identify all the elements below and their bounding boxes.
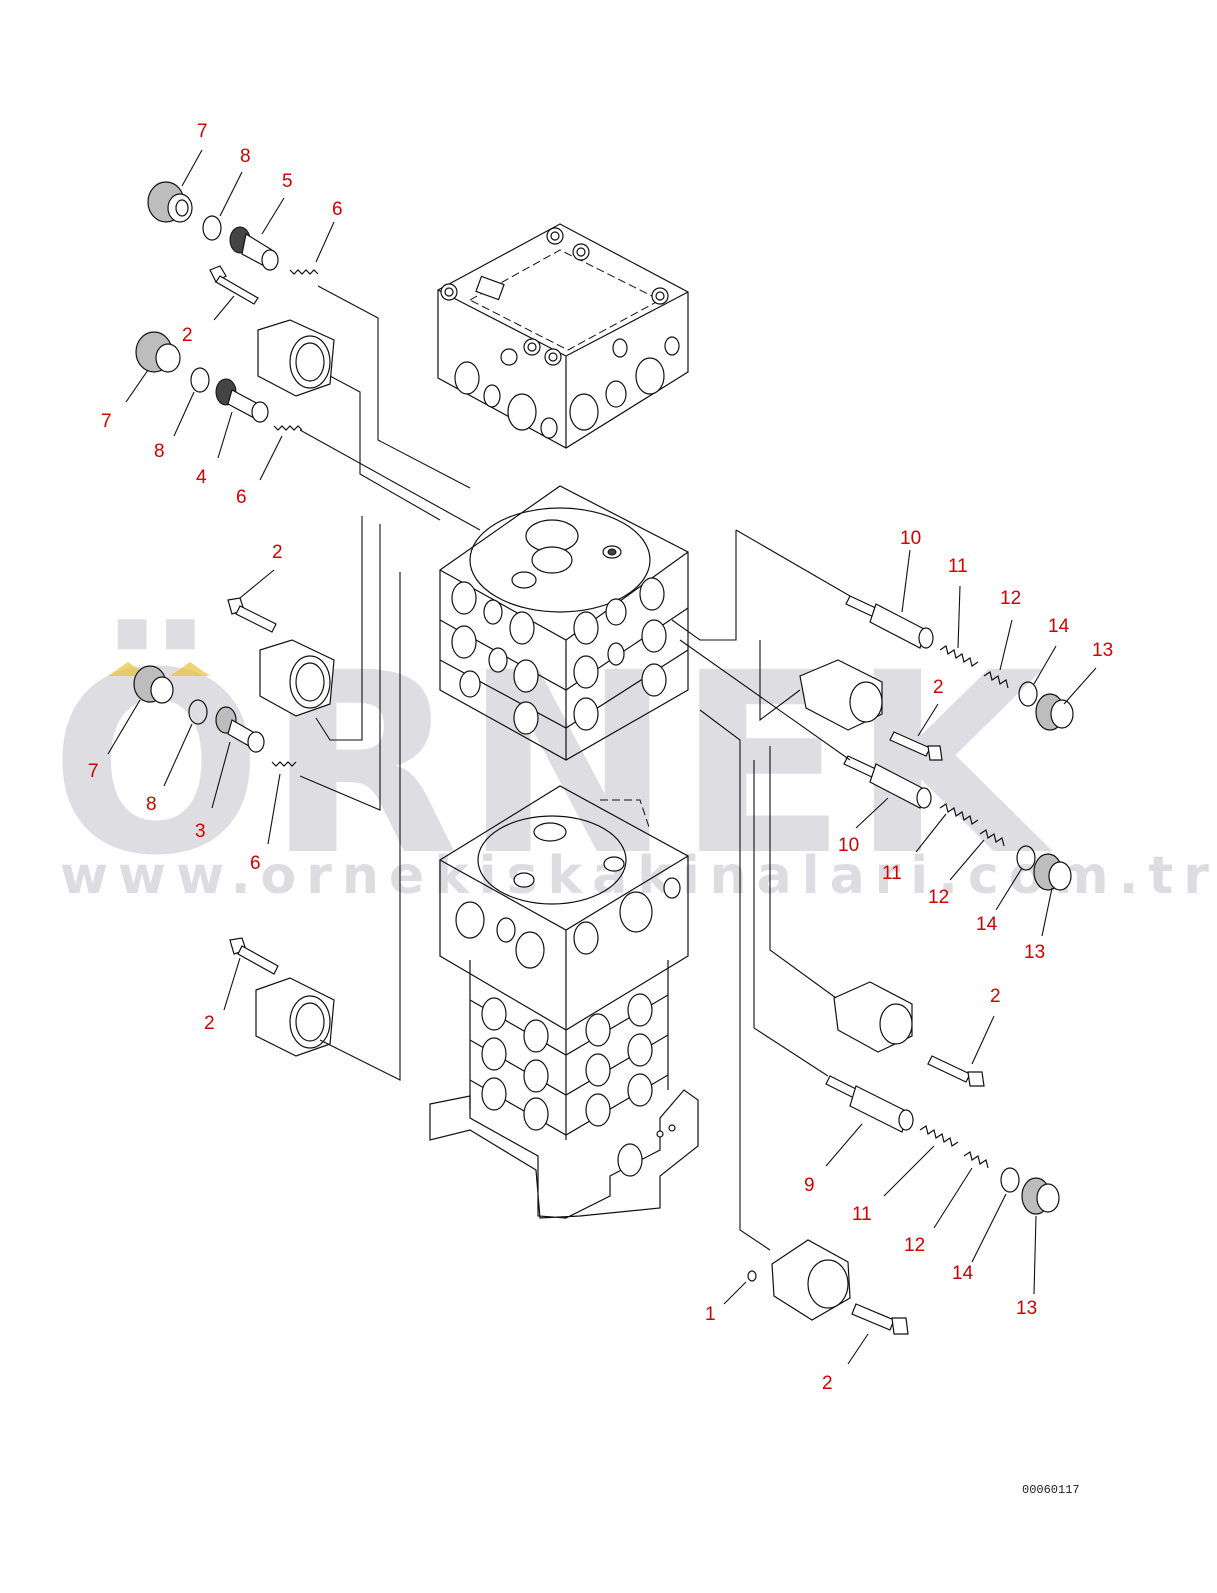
cover-2-top [257, 319, 335, 397]
spring-6-mid [273, 425, 303, 431]
plug-7-mid [135, 331, 181, 373]
bolt-2-low [229, 937, 279, 975]
callout-13: 13 [1016, 1298, 1038, 1319]
o-ring-8-top [202, 215, 222, 241]
callout-7: 7 [101, 411, 112, 432]
callout-5: 5 [282, 171, 293, 192]
callout-12: 12 [1000, 588, 1022, 609]
bolt-2-mid [227, 597, 277, 633]
callout-3: 3 [195, 821, 206, 842]
o-ring-14-mid [1016, 845, 1036, 871]
callout-leaders [107, 149, 1097, 1365]
callout-12: 12 [904, 1235, 926, 1256]
plug-7-low [133, 665, 174, 704]
callout-2: 2 [933, 677, 944, 698]
callout-8: 8 [146, 794, 157, 815]
callout-11: 11 [948, 556, 968, 577]
callout-6: 6 [332, 199, 343, 220]
spring-12-mid [979, 829, 1005, 847]
plug-13-mid [1033, 853, 1072, 891]
plug-13-low [1021, 1177, 1060, 1215]
valve-top-block [437, 223, 689, 449]
callout-6: 6 [236, 487, 247, 508]
callout-4: 4 [196, 467, 207, 488]
cover-2-low [255, 977, 335, 1057]
o-ring-8-low [188, 699, 208, 725]
o-ring-14-low [1000, 1167, 1020, 1193]
callout-2: 2 [204, 1013, 215, 1034]
poppet-3 [215, 706, 265, 753]
callout-14: 14 [976, 914, 998, 935]
callout-8: 8 [154, 441, 165, 462]
spool-10-mid [843, 755, 932, 809]
callout-13: 13 [1024, 942, 1046, 963]
spring-6-top [289, 269, 319, 275]
callout-2: 2 [822, 1373, 833, 1394]
callout-10: 10 [838, 835, 860, 856]
poppet-4 [215, 378, 269, 423]
bolt-2-bottom [851, 1303, 909, 1335]
callout-14: 14 [952, 1263, 974, 1284]
callout-6: 6 [250, 853, 261, 874]
spool-9 [825, 1075, 914, 1133]
plug-7-top [147, 181, 193, 223]
spring-12-low [963, 1151, 989, 1169]
spool-10-top [845, 595, 934, 649]
bolt-2-top [209, 265, 259, 305]
callout-11: 11 [882, 863, 902, 884]
spring-11-low [919, 1125, 959, 1147]
callout-1: 1 [705, 1304, 716, 1325]
callout-7: 7 [88, 761, 99, 782]
spring-12-top [983, 671, 1009, 689]
cap-right-mid [833, 981, 913, 1053]
spring-6-low [271, 761, 297, 767]
bolt-2-right-top [889, 731, 943, 761]
valve-bottom-stack [429, 785, 699, 1219]
callout-9: 9 [804, 1175, 815, 1196]
cap-bottom [747, 1239, 851, 1321]
drawing-code: 00060117 [1022, 1483, 1080, 1497]
callout-12: 12 [928, 887, 950, 908]
o-ring-14-top [1018, 681, 1038, 707]
cap-right-top [799, 659, 883, 731]
poppet-5 [229, 226, 279, 271]
callout-14: 14 [1048, 616, 1070, 637]
bolt-2-right-mid [927, 1055, 985, 1087]
callout-10: 10 [900, 528, 922, 549]
cover-2-mid [259, 639, 335, 717]
plug-13-top [1035, 693, 1074, 731]
o-ring-8-mid [190, 367, 210, 393]
callout-8: 8 [240, 146, 251, 167]
spring-11-top [939, 645, 979, 667]
callout-2: 2 [182, 325, 193, 346]
callout-2: 2 [272, 542, 283, 563]
callout-2: 2 [990, 986, 1001, 1007]
valve-middle-block [439, 485, 689, 761]
callout-13: 13 [1092, 640, 1114, 661]
callout-11: 11 [852, 1204, 872, 1225]
assembly-lines [299, 285, 851, 1251]
callout-7: 7 [197, 121, 208, 142]
spring-11-mid [939, 803, 979, 825]
